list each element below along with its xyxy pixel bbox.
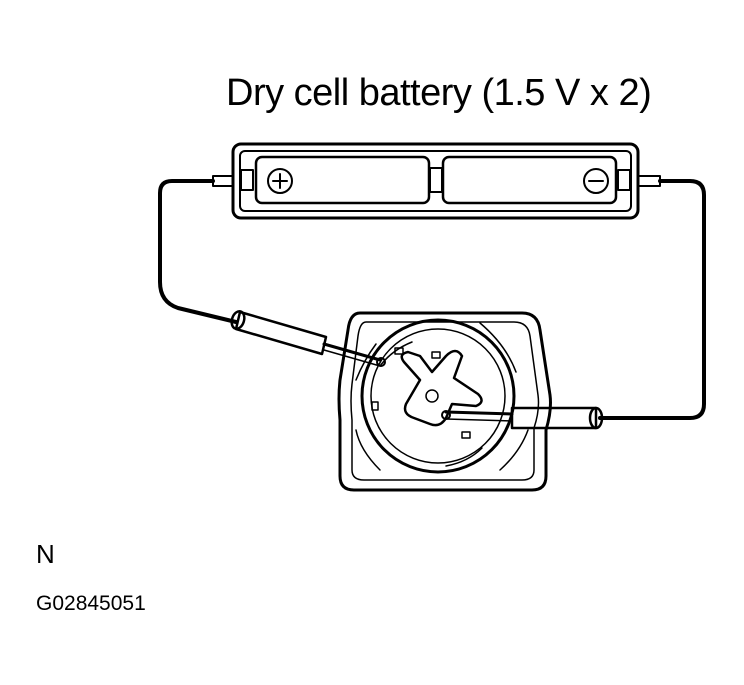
battery-terminal-right bbox=[637, 175, 661, 187]
terminal-ring bbox=[360, 318, 516, 474]
test-probe-right bbox=[444, 406, 604, 430]
battery-terminal-left bbox=[212, 175, 234, 187]
diagram-title: Dry cell battery (1.5 V x 2) bbox=[226, 72, 652, 114]
code-letter: N bbox=[36, 539, 55, 569]
battery-cell-1 bbox=[254, 155, 431, 205]
figure-id: G02845051 bbox=[36, 592, 146, 615]
battery-cell-2 bbox=[441, 155, 618, 205]
lead-wire-left bbox=[158, 179, 238, 324]
component-housing bbox=[337, 311, 552, 492]
probe-contact-points bbox=[376, 357, 451, 420]
plus-symbol-icon bbox=[267, 168, 293, 194]
test-probe-left bbox=[230, 309, 382, 367]
center-contact bbox=[400, 349, 483, 427]
lead-wire-right bbox=[598, 179, 706, 420]
minus-symbol-icon bbox=[583, 168, 609, 194]
battery-holder bbox=[231, 142, 640, 220]
